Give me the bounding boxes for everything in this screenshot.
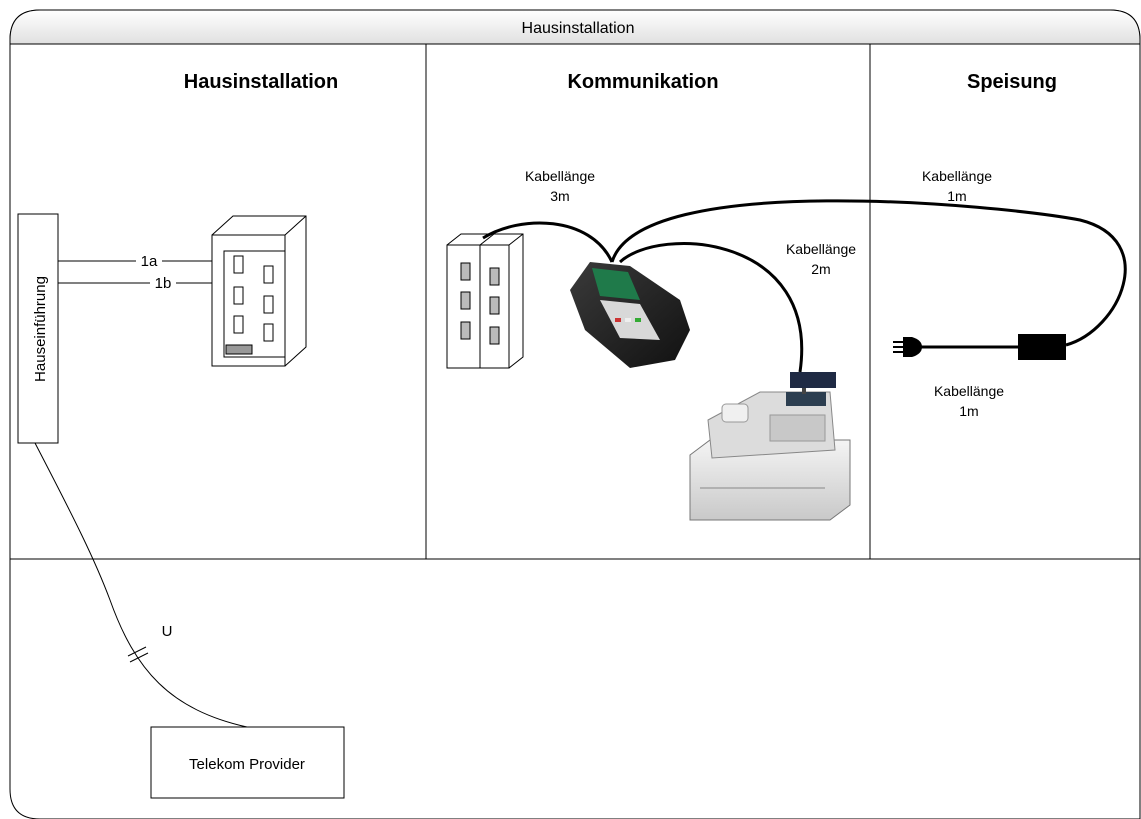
card-terminal-icon (570, 262, 690, 368)
comm-cable-length-label: Kabellänge (525, 168, 595, 184)
comm-cable (482, 221, 614, 263)
wire-1b-label: 1b (155, 275, 172, 292)
cash-register-icon (689, 372, 851, 521)
provider-line-label: U (162, 623, 173, 640)
plug-cable-length-value: 1m (959, 403, 978, 419)
column-dividers (10, 44, 1140, 560)
power-plug-icon (893, 337, 922, 357)
column-title-kommunikation: Kommunikation (567, 71, 718, 93)
power-cable (610, 199, 1127, 347)
column-title-hausinstallation: Hausinstallation (184, 71, 338, 93)
power-cable-length-value: 1m (947, 188, 966, 204)
outer-frame (9, 9, 1141, 819)
frame-title: Hausinstallation (522, 20, 635, 37)
power-adapter-icon (1018, 334, 1066, 360)
provider-line (34, 442, 248, 728)
comm-cable-length-value: 3m (550, 188, 569, 204)
house-entry-box (17, 213, 59, 444)
register-cable-length-label: Kabellänge (786, 241, 856, 257)
column-title-speisung: Speisung (967, 71, 1057, 93)
comm-socket-icon (446, 233, 524, 369)
power-cable-length-label: Kabellänge (922, 168, 992, 184)
register-cable-length-value: 2m (811, 261, 830, 277)
register-cable (618, 242, 804, 373)
telekom-provider-box (150, 726, 345, 799)
wire-1b-label-bg (150, 273, 176, 291)
wall-socket-icon (211, 215, 307, 367)
house-entry-label: Hauseinführung (32, 276, 49, 382)
wire-1a-label-bg (136, 251, 162, 269)
plug-cable-length-label: Kabellänge (934, 383, 1004, 399)
wire-1a-label: 1a (141, 253, 158, 270)
telekom-provider-label: Telekom Provider (189, 756, 305, 773)
